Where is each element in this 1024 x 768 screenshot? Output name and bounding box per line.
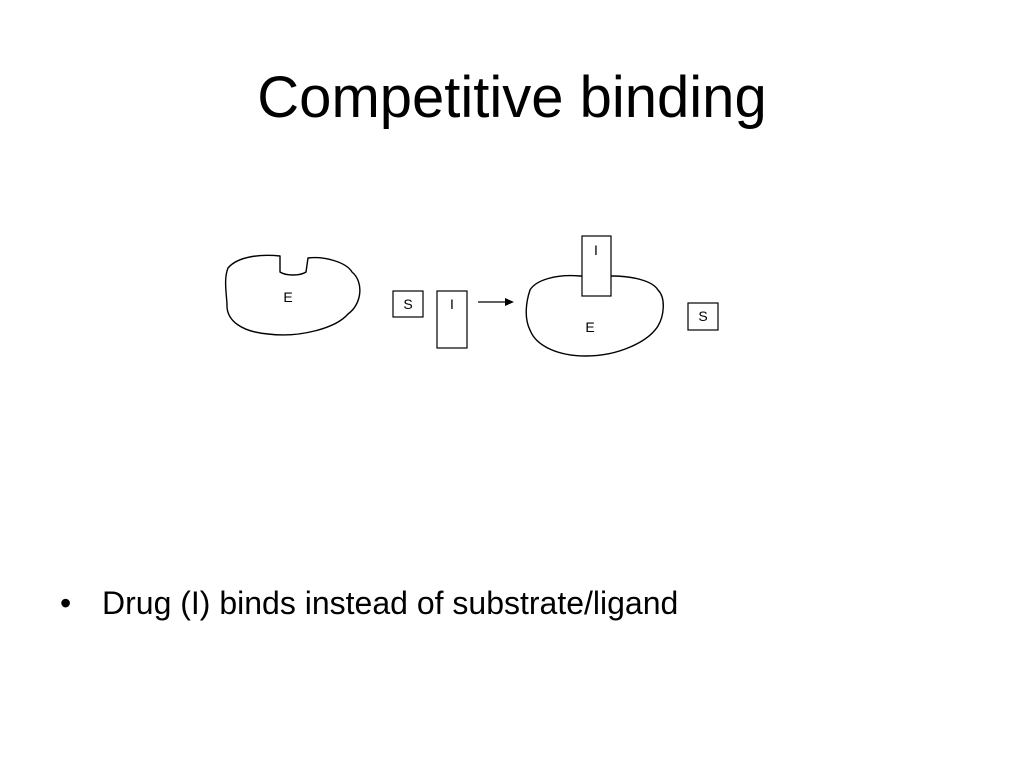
substrate-released-box (687, 302, 719, 331)
bullet-text: Drug (I) binds instead of substrate/liga… (102, 585, 679, 621)
substrate-released: S (687, 302, 719, 331)
inhibitor-free: I (436, 290, 468, 349)
inhibitor-free-box (436, 290, 468, 349)
inhibitor-bound-box (581, 235, 612, 297)
slide-title: Competitive binding (257, 65, 767, 130)
substrate-released-label: S (698, 308, 707, 324)
bullet-mark: • (60, 585, 72, 621)
enzyme-free: E (224, 254, 361, 336)
substrate-free-box (392, 290, 424, 318)
substrate-free: S (392, 290, 424, 318)
inhibitor-bound-label: I (594, 242, 598, 258)
enzyme-free-label: E (283, 289, 292, 305)
substrate-free-label: S (403, 296, 412, 312)
reaction-arrow (478, 298, 514, 306)
enzyme-bound-label: E (585, 319, 594, 335)
enzyme-free-shape (224, 254, 361, 336)
enzyme-inhibitor-complex: I E (525, 235, 664, 357)
inhibitor-free-label: I (450, 296, 454, 312)
bullet-item: • Drug (I) binds instead of substrate/li… (60, 580, 678, 626)
arrow-head (505, 298, 514, 306)
bullet-list: • Drug (I) binds instead of substrate/li… (60, 580, 678, 626)
